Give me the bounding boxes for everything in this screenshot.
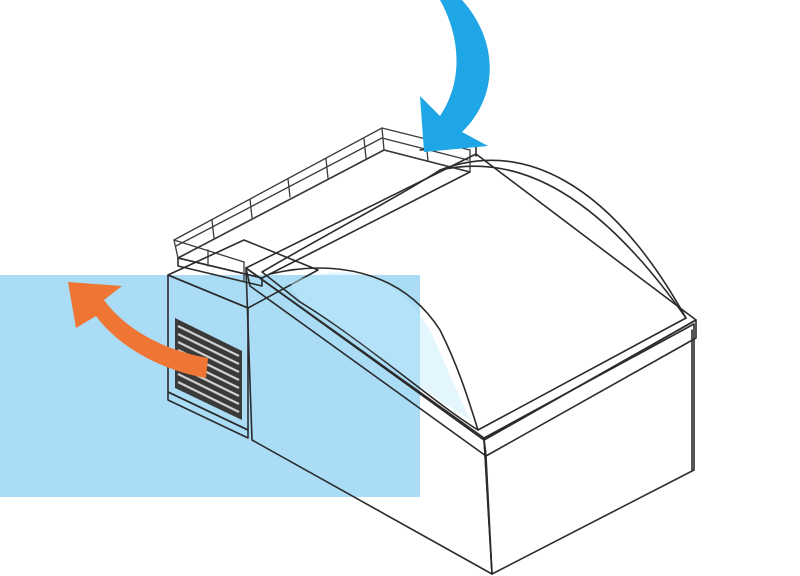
rear-shelf [177,149,471,287]
step-number-label: 1 [480,216,546,348]
main-cabinet [245,153,697,575]
curved-arrow-down-icon [420,0,490,152]
curved-arrow-up-left-icon [68,282,208,378]
ventilation-grille-icon [175,318,242,420]
curved-lid [261,145,687,431]
